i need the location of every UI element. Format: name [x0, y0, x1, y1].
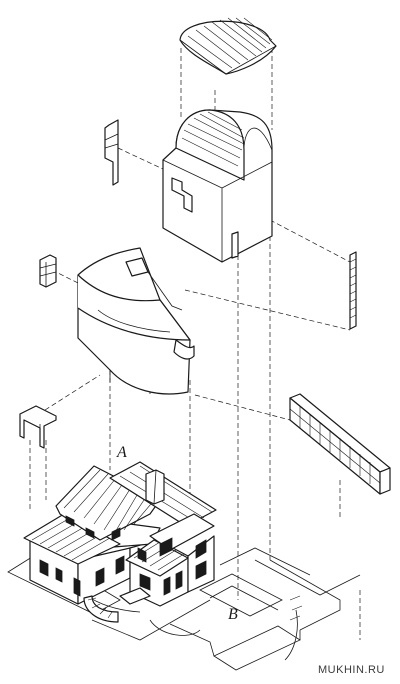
tower-block — [162, 109, 273, 263]
terrain-hatching — [289, 595, 303, 621]
label-a: A — [117, 444, 127, 461]
ladder-piece — [349, 251, 357, 330]
watermark: MUKHIN.RU — [318, 664, 385, 676]
small-shelf-piece — [39, 254, 57, 288]
house — [7, 461, 361, 671]
left-bracket-piece — [104, 119, 119, 186]
vaulted-roof-piece — [179, 17, 277, 75]
label-b: B — [228, 606, 238, 623]
bookcase-piece — [289, 393, 391, 495]
curved-wall-piece — [77, 247, 195, 395]
bench-piece — [19, 405, 57, 449]
